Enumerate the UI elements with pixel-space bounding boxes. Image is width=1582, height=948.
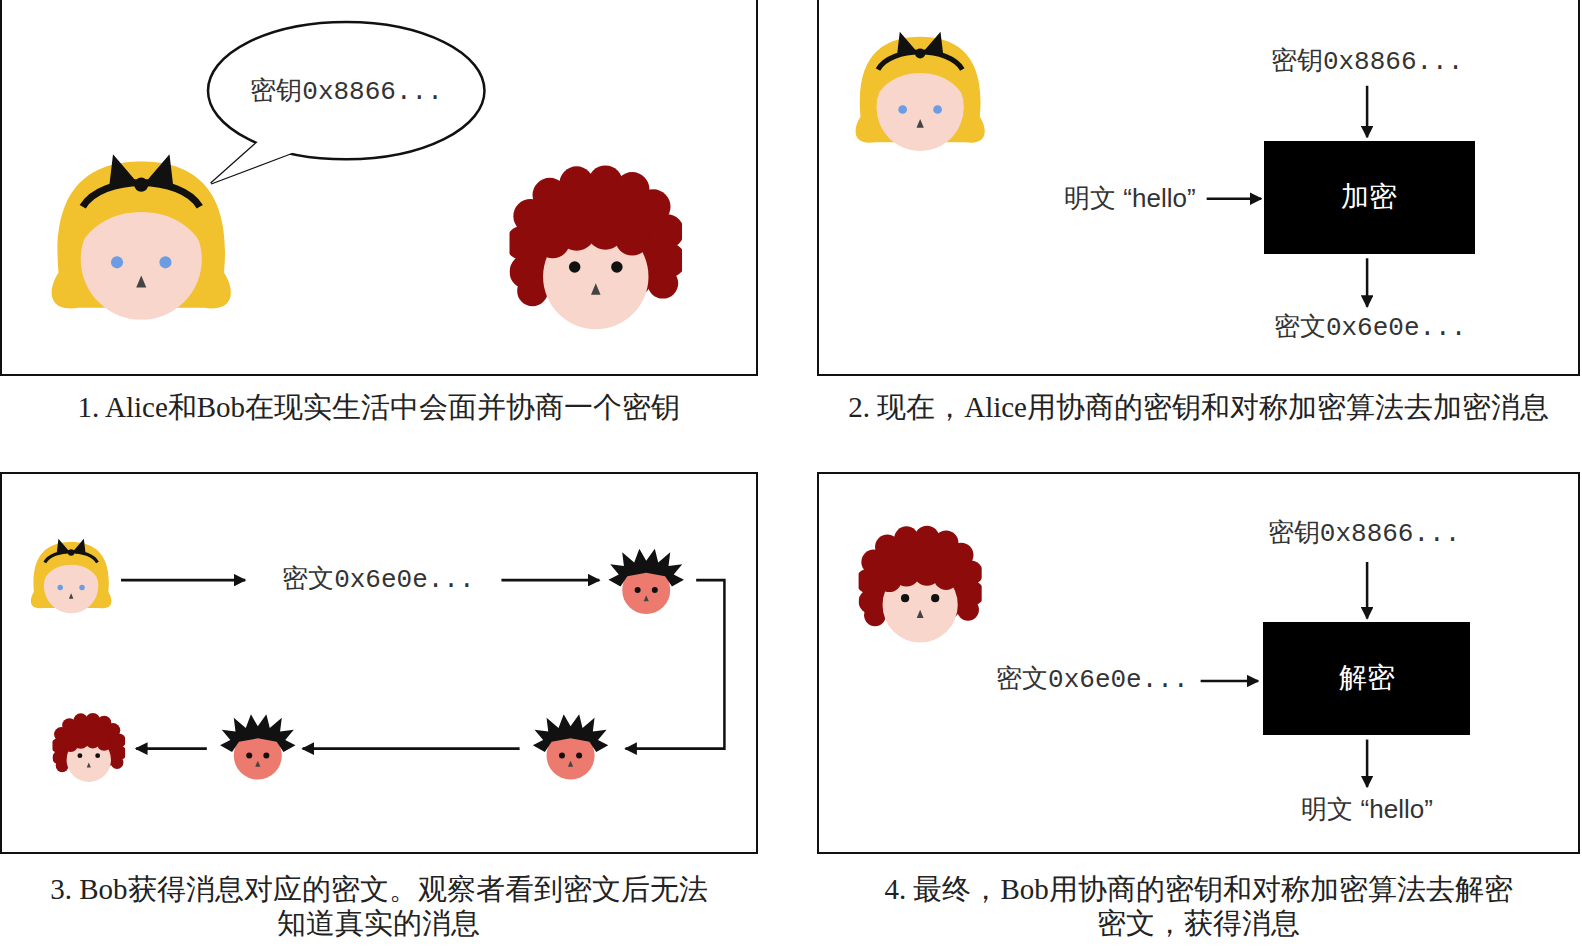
arrow [136, 747, 207, 750]
flow-label: 密钥0x8866... [1268, 520, 1460, 550]
bubble-ellipse [208, 22, 484, 159]
panel: 3. Bob获得消息对应的密文。观察者看到密文后无法 知道真实的消息 [0, 472, 758, 853]
flow-label: 明文 “hello” [1064, 184, 1195, 214]
speech-bubble: 密钥0x8866... [206, 20, 486, 161]
decrypt-box: 解密 [1263, 622, 1471, 735]
arrow [1366, 740, 1369, 787]
bob-face [51, 713, 127, 782]
panel: 4. 最终，Bob用协商的密钥和对称加密算法去解密 密文，获得消息解密 [817, 472, 1580, 853]
flow-label: 密文0x6e0e... [1274, 314, 1466, 344]
flow-label: 密钥0x8866... [1271, 48, 1463, 78]
arrow [626, 580, 725, 748]
bob-face [856, 526, 985, 643]
arrow [1201, 680, 1259, 683]
bob-face [506, 165, 686, 329]
box-label: 密钥0x8866... [250, 73, 442, 108]
flow-label: 明文 “hello” [1301, 795, 1432, 825]
arrow [1207, 197, 1261, 200]
panel-caption: 3. Bob获得消息对应的密文。观察者看到密文后无法 知道真实的消息 [38, 872, 719, 942]
eavesdropper-face [220, 714, 295, 779]
alice-face [52, 154, 231, 319]
alice-face [31, 539, 112, 613]
arrow [121, 579, 245, 582]
panel-caption: 2. 现在，Alice用协商的密钥和对称加密算法去加密消息 [810, 390, 1582, 425]
arrow [1366, 562, 1369, 619]
eavesdropper-face [533, 714, 608, 779]
arrow [1366, 86, 1369, 137]
flow-label: 密文0x6e0e... [282, 566, 474, 596]
panel: 1. Alice和Bob在现实生活中会面并协商一个密钥密钥0x8866... [0, 0, 758, 376]
arrow [501, 579, 599, 582]
flow-label: 密文0x6e0e... [996, 666, 1188, 696]
arrow [1366, 258, 1369, 306]
box-label: 加密 [1341, 178, 1397, 216]
panel-caption: 1. Alice和Bob在现实生活中会面并协商一个密钥 [6, 390, 753, 425]
alice-face [856, 32, 985, 151]
bubble-tail-fill [211, 133, 307, 183]
box-label: 解密 [1339, 659, 1395, 697]
eavesdropper-face [608, 549, 683, 614]
panel-caption: 4. 最终，Bob用协商的密钥和对称加密算法去解密 密文，获得消息 [868, 872, 1529, 942]
arrow [303, 747, 520, 750]
encrypt-box: 加密 [1264, 141, 1475, 254]
